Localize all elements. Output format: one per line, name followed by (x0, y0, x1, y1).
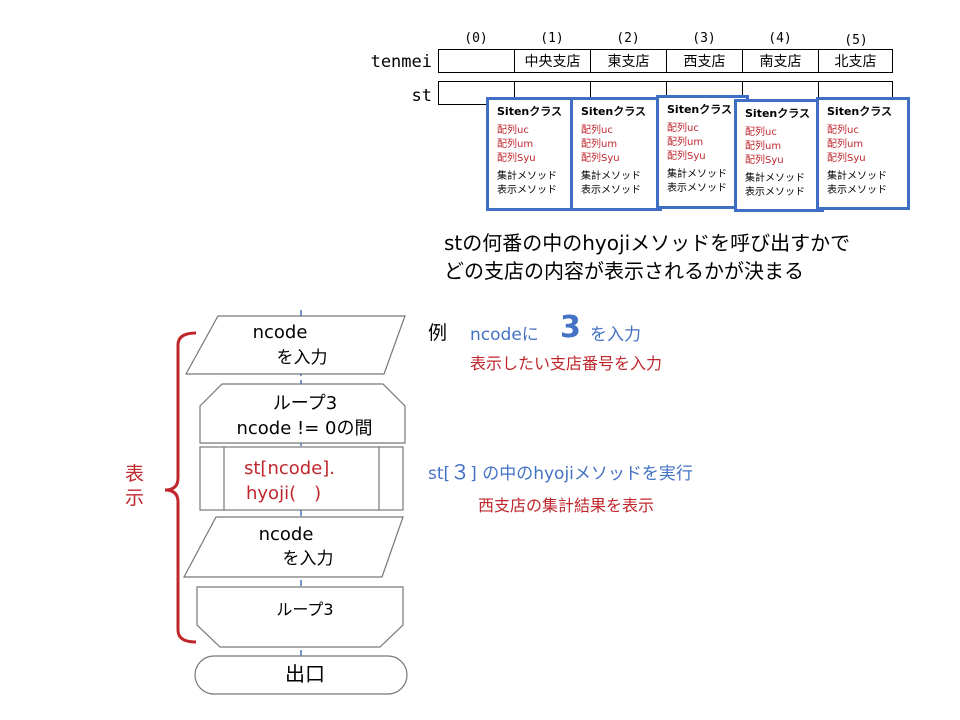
exit-label: 出口 (285, 662, 325, 686)
card-title: Sitenクラス (827, 105, 893, 118)
display-brace (164, 331, 197, 644)
example-note: 例 ncodeに 3 を入力 (428, 310, 828, 350)
brace-label: 表 示 (125, 462, 144, 510)
explanation-line-2: どの支店の内容が表示されるかが決まる (444, 259, 804, 283)
example-suffix: を入力 (590, 325, 641, 345)
input-shape-1 (184, 315, 406, 375)
siten-class-card-3: Sitenクラス 配列uc 配列um 配列Syu 集計メソッド 表示メソッド (656, 95, 749, 209)
card-field: 配列um (745, 141, 782, 152)
card-field: 配列Syu (745, 155, 784, 166)
card-method: 表示メソッド (497, 185, 557, 196)
loop-start-shape (199, 383, 406, 444)
card-field: 配列um (827, 139, 864, 150)
card-method: 表示メソッド (745, 187, 805, 198)
call-note-st: st[ (428, 464, 451, 484)
call-note-sub: 西支店の集計結果を表示 (478, 496, 655, 515)
array-index-3: (3) (692, 31, 716, 46)
card-method: 表示メソッド (581, 185, 641, 196)
tenmei-label: tenmei (370, 52, 432, 72)
card-field: 配列uc (827, 125, 859, 136)
array-index-0: (0) (464, 31, 488, 46)
card-field: 配列um (581, 139, 618, 150)
card-title: Sitenクラス (581, 105, 647, 118)
input2-line2: を入力 (282, 549, 334, 569)
exit-terminal-shape (194, 655, 408, 695)
card-field: 配列Syu (581, 153, 620, 164)
loop-end-label: ループ3 (276, 600, 334, 619)
tenmei-cell-5: 北支店 (818, 49, 893, 73)
card-field: 配列uc (745, 127, 777, 138)
call-note-rest: ] の中の (470, 464, 534, 484)
array-index-5: (5) (844, 33, 868, 48)
array-index-1: (1) (540, 31, 564, 46)
loop-start-line1: ループ3 (272, 393, 338, 414)
explanation-line-1: stの何番の中のhyojiメソッドを呼び出すかで (444, 231, 851, 255)
card-field: 配列uc (667, 123, 699, 134)
card-title: Sitenクラス (745, 107, 811, 120)
process-line2: hyoji( ) (246, 483, 322, 504)
loop-end-shape (196, 586, 404, 648)
call-note: st[３] の中のhyojiメソッドを実行 (428, 456, 693, 485)
array-index-4: (4) (768, 31, 792, 46)
array-index-2: (2) (616, 31, 640, 46)
card-method: 集計メソッド (827, 171, 887, 182)
input2-line1: ncode (258, 524, 314, 545)
loop-start-line2: ncode != 0の間 (236, 418, 373, 439)
card-field: 配列uc (581, 125, 613, 136)
card-method: 集計メソッド (497, 171, 557, 182)
card-field: 配列Syu (827, 153, 866, 164)
call-note-hyoji: hyoji (533, 464, 574, 484)
card-field: 配列Syu (667, 151, 706, 162)
card-field: 配列uc (497, 125, 529, 136)
input-shape-2 (183, 516, 404, 578)
card-method: 集計メソッド (667, 169, 727, 180)
card-field: 配列um (497, 139, 534, 150)
siten-class-card-5: Sitenクラス 配列uc 配列um 配列Syu 集計メソッド 表示メソッド (816, 97, 910, 210)
example-prefix: 例 (428, 322, 448, 344)
input1-line1: ncode (252, 322, 308, 343)
card-method: 集計メソッド (581, 171, 641, 182)
input1-line2: を入力 (276, 348, 328, 368)
example-ncode: ncodeに (470, 325, 539, 345)
card-title: Sitenクラス (667, 103, 733, 116)
brace-label-1: 表 (125, 463, 145, 485)
card-method: 表示メソッド (827, 185, 887, 196)
card-field: 配列um (667, 137, 704, 148)
card-method: 表示メソッド (667, 183, 727, 194)
call-note-tail: メソッドを実行 (573, 464, 693, 484)
st-label: st (411, 86, 432, 106)
card-field: 配列Syu (497, 153, 536, 164)
card-title: Sitenクラス (497, 105, 563, 118)
brace-label-2: 示 (125, 487, 145, 509)
card-method: 集計メソッド (745, 173, 805, 184)
example-sub: 表示したい支店番号を入力 (470, 354, 663, 373)
process-shape (199, 446, 404, 511)
example-number: 3 (560, 310, 581, 345)
process-line1: st[ncode]. (244, 458, 336, 479)
explanation: stの何番の中のhyojiメソッドを呼び出すかで どの支店の内容が表示されるかが… (444, 229, 944, 285)
call-note-num: ３ (450, 460, 471, 484)
siten-class-card-2: Sitenクラス 配列uc 配列um 配列Syu 集計メソッド 表示メソッド (570, 97, 662, 211)
